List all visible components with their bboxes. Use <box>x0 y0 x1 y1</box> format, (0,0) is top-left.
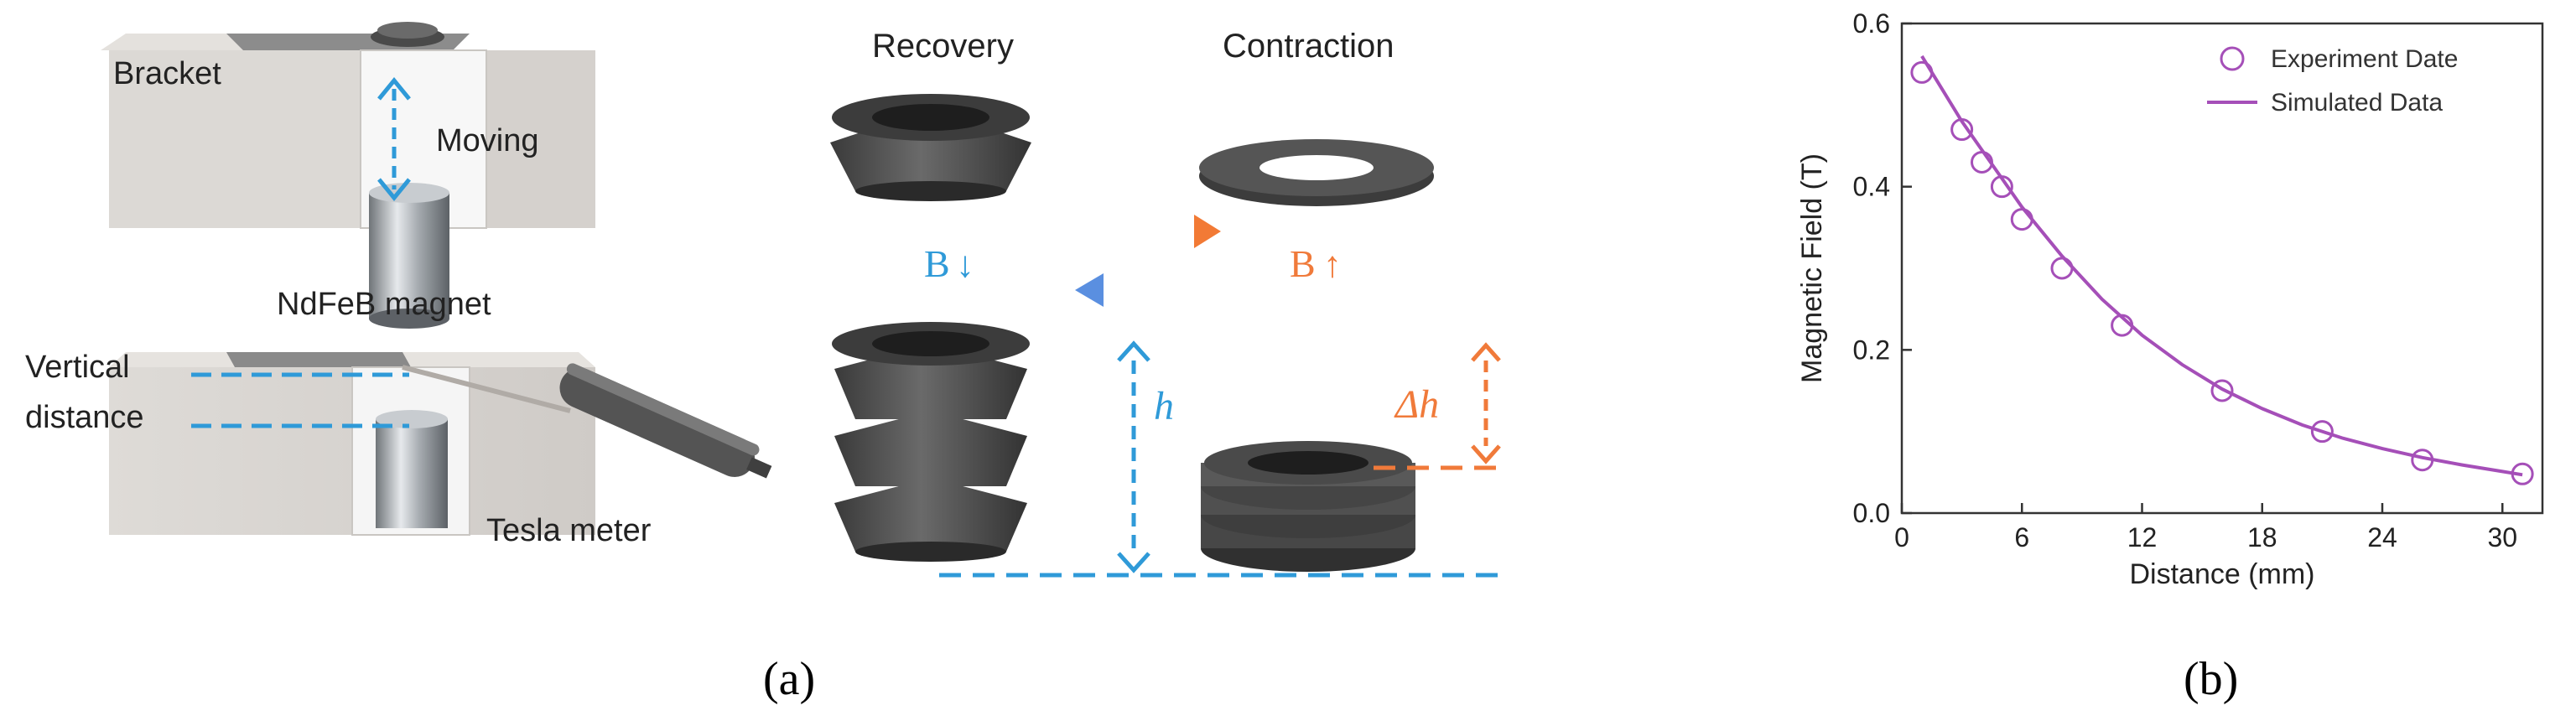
label-delta-h: Δh <box>1394 382 1439 427</box>
x-tick-label: 0 <box>1894 522 1909 552</box>
moving-arrow <box>377 77 411 201</box>
legend-label-experiment: Experiment Date <box>2271 45 2458 73</box>
data-point-experiment <box>1950 118 1974 142</box>
y-tick-label: 0.2 <box>1853 335 1890 365</box>
data-point-experiment <box>2010 208 2033 231</box>
label-bracket: Bracket <box>113 56 221 91</box>
lower-magnet <box>376 410 448 528</box>
height-guides <box>939 335 1509 578</box>
y-tick-label: 0.4 <box>1853 172 1890 202</box>
arrow-down-glyph: ↓ <box>956 244 974 285</box>
label-b-down: B <box>924 242 950 285</box>
data-point-experiment <box>1990 175 2013 199</box>
label-moving: Moving <box>436 123 539 158</box>
data-point-experiment <box>1910 60 1934 84</box>
bellows-stack-contracted <box>1201 441 1415 572</box>
bellows-single-recovered <box>830 94 1031 201</box>
x-axis-title: Distance (mm) <box>2129 558 2314 590</box>
vertical-distance-lines <box>191 372 409 428</box>
data-point-experiment <box>2411 449 2434 472</box>
data-point-experiment <box>2310 420 2334 443</box>
y-tick-label: 0.0 <box>1853 498 1890 528</box>
label-recovery: Recovery <box>872 28 1014 65</box>
chart-legend: Experiment Date Simulated Data <box>2207 45 2458 117</box>
x-tick-label: 30 <box>2487 522 2517 552</box>
label-contraction: Contraction <box>1223 28 1394 65</box>
x-axis: 0 6 12 18 24 30 <box>1894 503 2517 552</box>
caption-a: (a) <box>763 653 815 705</box>
transition-arrows <box>1075 215 1224 307</box>
y-tick-label: 0.6 <box>1853 8 1890 39</box>
y-axis-title: Magnetic Field (T) <box>1796 153 1828 383</box>
spring-mechanism: Recovery Contraction B ↓ B <box>830 28 1509 578</box>
x-tick-label: 12 <box>2127 522 2158 552</box>
magnetic-field-down: B ↓ <box>924 242 974 285</box>
legend-label-simulated: Simulated Data <box>2271 89 2443 117</box>
data-point-experiment <box>2050 257 2074 280</box>
magnetic-field-up: B ↑ <box>1290 242 1342 285</box>
data-point-experiment <box>1971 150 1993 174</box>
x-tick-label: 6 <box>2014 522 2029 552</box>
upper-magnet <box>369 183 449 329</box>
data-point-experiment <box>2511 462 2534 485</box>
series-line-simulated <box>1920 54 2523 477</box>
ring-single-contracted <box>1199 139 1434 206</box>
label-h: h <box>1154 384 1174 428</box>
lower-bracket <box>109 352 595 536</box>
label-distance: distance <box>25 400 144 435</box>
series-markers-experiment <box>1910 60 2534 485</box>
caption-b: (b) <box>2184 653 2238 705</box>
label-tesla-meter: Tesla meter <box>486 513 652 548</box>
label-b-up: B <box>1290 242 1316 285</box>
tesla-meter-probe <box>402 363 772 479</box>
plot-frame <box>1900 22 2544 515</box>
arrow-up-glyph: ↑ <box>1323 244 1342 285</box>
data-point-experiment <box>2210 379 2234 402</box>
bellows-stack-recovered <box>832 322 1030 562</box>
x-tick-label: 18 <box>2247 522 2277 552</box>
apparatus-illustration: Bracket Moving NdFeB magnet Vertical dis… <box>25 22 772 548</box>
label-vertical: Vertical <box>25 350 130 385</box>
data-point-experiment <box>2111 314 2134 337</box>
magnetic-field-chart: 0 6 12 18 24 30 0.0 0.2 0.4 0.6 Distance (mm) Ma… <box>1796 8 2544 590</box>
x-tick-label: 24 <box>2367 522 2397 552</box>
y-axis: 0.0 0.2 0.4 0.6 <box>1853 8 1912 528</box>
label-ndfeb-magnet: NdFeB magnet <box>277 287 491 322</box>
legend-marker-experiment <box>2220 46 2245 71</box>
